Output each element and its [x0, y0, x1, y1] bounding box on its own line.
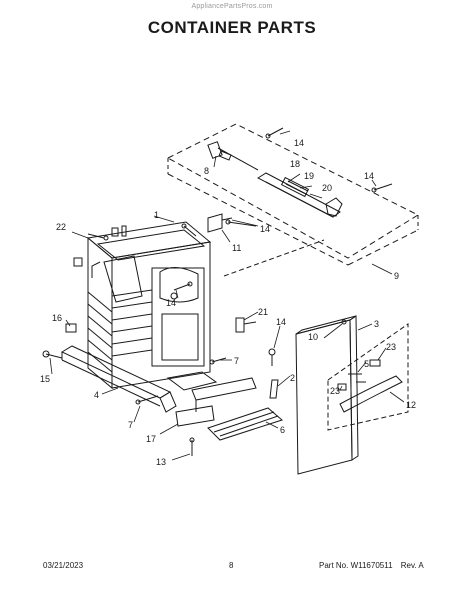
- callout-4: 4: [94, 390, 99, 400]
- callout-7: 7: [128, 420, 133, 430]
- top-rail-assembly: [207, 127, 393, 218]
- leader-lines: [49, 130, 405, 461]
- callout-8: 8: [204, 166, 209, 176]
- callout-14: 14: [276, 317, 286, 327]
- door-panel: [295, 315, 359, 475]
- callout-14: 14: [260, 224, 270, 234]
- callout-11: 11: [232, 243, 241, 253]
- callout-10: 10: [308, 332, 318, 342]
- callout-6: 6: [280, 425, 285, 435]
- callout-22: 22: [56, 222, 66, 232]
- upper-assembly-dashed-box: [166, 123, 420, 259]
- callout-2: 2: [290, 373, 295, 383]
- footer-page-number: 8: [229, 561, 234, 570]
- callout-13: 13: [156, 457, 166, 467]
- bottom-trim-parts: [135, 348, 284, 456]
- footer-part-label: Part No.: [319, 561, 349, 570]
- upper-box-bottom-dash: [347, 229, 419, 266]
- callout-21: 21: [258, 307, 268, 317]
- callout-3: 3: [374, 319, 379, 329]
- bracket-21: [235, 317, 257, 333]
- callout-16: 16: [52, 313, 62, 323]
- left-bracket-parts: [73, 225, 127, 267]
- watermark: AppliancePartsPros.com: [191, 3, 273, 10]
- footer-date: 03/21/2023: [43, 561, 84, 570]
- footer-part-number: Part No. W11670511 Rev. A: [319, 561, 424, 570]
- footer-part-no: W11670511: [350, 561, 393, 570]
- callout-14: 14: [166, 298, 176, 308]
- callout-14: 14: [294, 138, 304, 148]
- callout-23: 23: [386, 342, 396, 352]
- callout-1: 1: [154, 210, 159, 220]
- base-frame: [42, 323, 177, 413]
- callout-9: 9: [394, 271, 399, 281]
- inner-screw-14: [173, 281, 193, 291]
- callout-19: 19: [304, 171, 314, 181]
- callout-7: 7: [234, 356, 239, 366]
- bracket-11: [207, 213, 257, 233]
- upper-box-bottom-dash: [167, 173, 349, 266]
- callout-15: 15: [40, 374, 50, 384]
- callout-5: 5: [364, 359, 369, 369]
- callout-17: 17: [146, 434, 156, 444]
- door-handle: [337, 359, 403, 413]
- footer-revision: Rev. A: [400, 561, 424, 570]
- callout-14: 14: [364, 171, 374, 181]
- tub-top-screw: [181, 223, 197, 237]
- container-body: [86, 221, 212, 390]
- handle-assembly-dashed-box: [327, 323, 409, 431]
- callout-18: 18: [290, 159, 300, 169]
- page-title: CONTAINER PARTS: [147, 18, 317, 37]
- leader-9-dashed: [223, 239, 325, 277]
- callout-20: 20: [322, 183, 332, 193]
- callout-23: 23: [330, 386, 340, 396]
- callout-12: 12: [406, 400, 416, 410]
